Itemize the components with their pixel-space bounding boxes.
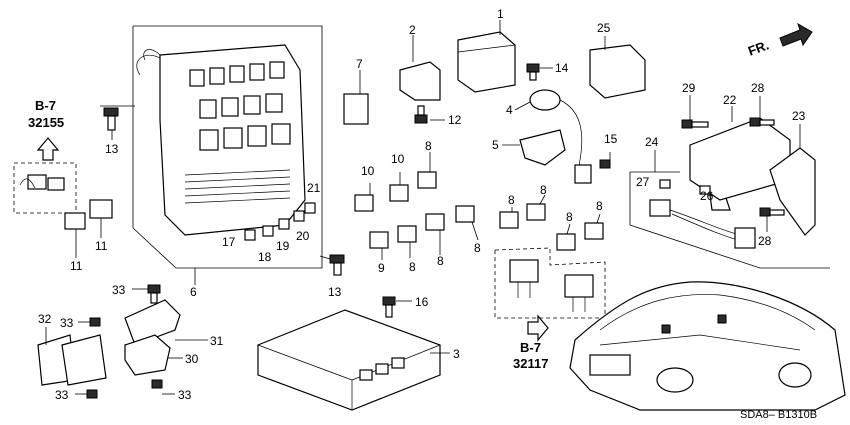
bolt-13-lower — [319, 254, 345, 276]
callout-33d: 33 — [178, 388, 192, 402]
callout-8h: 8 — [596, 199, 603, 213]
callout-1: 1 — [497, 7, 504, 21]
fuse-box-group — [132, 25, 323, 285]
callout-18: 18 — [258, 250, 272, 264]
callout-24: 24 — [645, 135, 659, 149]
unit-25 — [589, 36, 646, 99]
unit-1 — [457, 20, 516, 93]
callout-25: 25 — [597, 21, 611, 35]
callout-29: 29 — [682, 81, 696, 95]
front-label: FR. — [746, 37, 771, 58]
callout-11b: 11 — [95, 239, 108, 253]
callout-26: 26 — [700, 189, 714, 203]
callout-2: 2 — [409, 23, 416, 37]
sensor-assembly — [37, 284, 208, 399]
relays-11 — [64, 199, 113, 258]
callout-7: 7 — [356, 57, 363, 71]
callout-8d: 8 — [474, 241, 481, 255]
callout-28a: 28 — [751, 81, 765, 95]
connector-box — [494, 247, 606, 342]
bracket-5 — [502, 129, 566, 166]
ref-section-2: B-7 — [520, 340, 541, 355]
callout-13b: 13 — [328, 285, 342, 299]
bracket-2 — [399, 35, 441, 101]
sensor-4 — [514, 89, 592, 184]
ref-arrow-up-icon — [36, 137, 60, 161]
car-illustration — [569, 281, 846, 411]
callout-3: 3 — [453, 347, 460, 361]
callout-19: 19 — [276, 239, 290, 253]
callout-30: 30 — [185, 352, 199, 366]
callout-9: 9 — [378, 261, 385, 275]
callout-8b: 8 — [409, 260, 416, 274]
callout-28b: 28 — [758, 234, 772, 248]
callout-27: 27 — [636, 175, 650, 189]
fuse-box-frame — [132, 25, 323, 269]
bolt-28-upper — [749, 96, 775, 127]
callout-4: 4 — [506, 103, 513, 117]
callout-23: 23 — [792, 109, 806, 123]
callout-33c: 33 — [55, 388, 69, 402]
callout-15: 15 — [604, 132, 618, 146]
bolt-13-upper — [100, 105, 135, 140]
callout-5: 5 — [492, 138, 499, 152]
bolt-16 — [382, 296, 412, 318]
ref-part-2: 32117 — [513, 356, 548, 371]
callout-10a: 10 — [361, 164, 375, 178]
callout-8g: 8 — [566, 210, 573, 224]
front-arrow-group — [779, 22, 813, 47]
relay-7 — [343, 70, 369, 125]
bolt-29 — [681, 95, 709, 129]
bolt-28-lower — [759, 207, 785, 232]
callout-10b: 10 — [391, 152, 405, 166]
relays-cluster — [354, 152, 604, 260]
callout-13a: 13 — [105, 142, 119, 156]
callout-17: 17 — [222, 235, 236, 249]
callout-8a: 8 — [425, 139, 432, 153]
ref-section-1: B-7 — [35, 98, 56, 113]
callout-14: 14 — [555, 61, 569, 75]
callout-31: 31 — [210, 334, 224, 348]
callout-21: 21 — [307, 181, 321, 195]
small-fuses — [244, 202, 316, 241]
callout-8e: 8 — [508, 193, 515, 207]
callout-22: 22 — [723, 93, 737, 107]
callout-8c: 8 — [437, 254, 444, 268]
bolt-12 — [414, 105, 445, 124]
part-26-27 — [659, 179, 711, 195]
callout-20: 20 — [296, 229, 310, 243]
front-arrow-icon — [779, 22, 813, 47]
callout-8f: 8 — [540, 183, 547, 197]
bracket-23 — [769, 124, 816, 236]
bolt-15 — [599, 152, 611, 169]
callout-6: 6 — [190, 285, 197, 299]
callout-33a: 33 — [112, 283, 126, 297]
diagram-code: SDA8– B1310B — [740, 409, 817, 421]
ecm-3 — [257, 309, 450, 411]
bolt-14 — [526, 63, 553, 81]
ref-arrow-down-icon — [527, 314, 549, 342]
callout-33b: 33 — [60, 316, 74, 330]
ref-part-1: 32155 — [28, 115, 64, 130]
callout-16: 16 — [415, 295, 429, 309]
callout-11a: 11 — [70, 259, 83, 273]
ref-32155-group — [13, 137, 77, 214]
callout-32: 32 — [38, 312, 52, 326]
callout-12: 12 — [448, 113, 462, 127]
